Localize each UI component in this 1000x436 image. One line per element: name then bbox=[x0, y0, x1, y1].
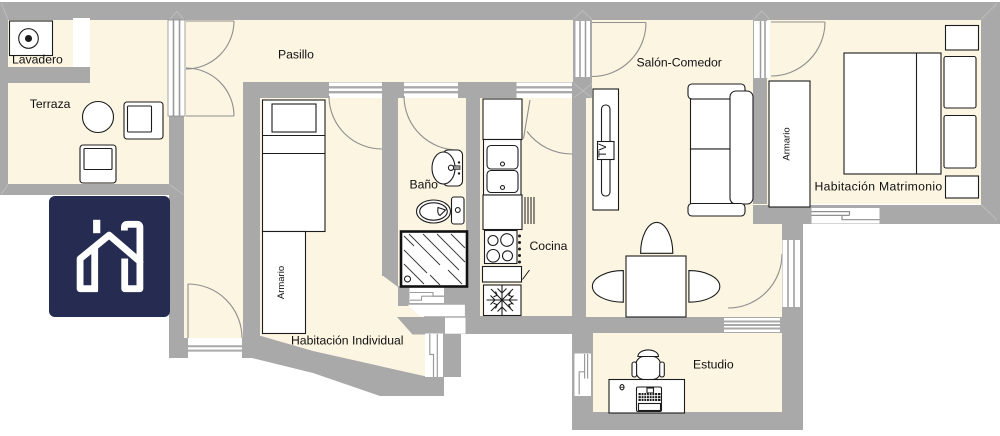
svg-text:Armario: Armario bbox=[276, 266, 287, 299]
svg-text:Habitación Matrimonio: Habitación Matrimonio bbox=[815, 180, 943, 194]
svg-text:Salón-Comedor: Salón-Comedor bbox=[637, 56, 722, 70]
svg-text:Pasillo: Pasillo bbox=[278, 47, 314, 61]
svg-text:Habitación Individual: Habitación Individual bbox=[291, 334, 403, 348]
svg-text:Cocina: Cocina bbox=[530, 239, 568, 253]
svg-text:Terraza: Terraza bbox=[30, 97, 71, 111]
svg-text:Lavadero: Lavadero bbox=[12, 53, 63, 67]
svg-text:Armario: Armario bbox=[782, 127, 793, 160]
svg-text:Estudio: Estudio bbox=[693, 358, 734, 372]
svg-text:TV: TV bbox=[597, 143, 609, 158]
svg-text:Baño: Baño bbox=[410, 178, 439, 192]
